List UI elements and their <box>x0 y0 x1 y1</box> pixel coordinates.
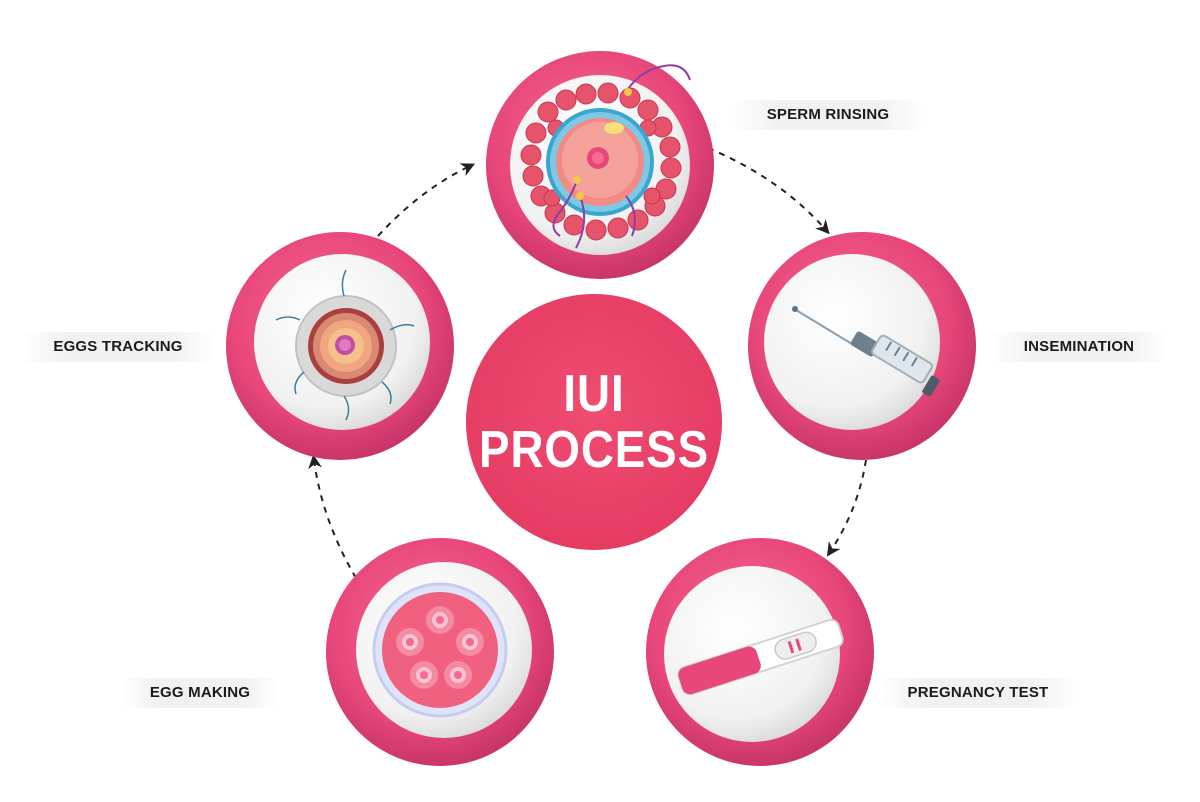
step-label-sperm-rinsing: SPERM RINSING <box>730 100 926 130</box>
arrow-egg-making-to-eggs-tracking <box>308 454 357 579</box>
connector-arrows <box>308 147 867 579</box>
step-node-egg-making <box>326 538 554 766</box>
syringe-icon <box>792 306 940 397</box>
pregnancy-test-icon <box>677 618 844 696</box>
arrow-eggs-tracking-to-sperm-rinsing <box>377 163 476 237</box>
step-node-pregnancy-test <box>646 538 874 766</box>
petri-dish-eggs-icon <box>372 582 508 718</box>
egg-cell-icon <box>275 269 415 421</box>
step-node-eggs-tracking <box>226 232 454 460</box>
center-title: IUI PROCESS <box>479 294 709 550</box>
step-node-sperm-rinsing <box>486 51 714 279</box>
step-label-pregnancy-test: PREGNANCY TEST <box>878 678 1078 708</box>
step-label-egg-making: EGG MAKING <box>120 678 280 708</box>
center-circle <box>466 294 722 550</box>
title-line-1: IUI <box>563 365 625 423</box>
step-label-eggs-tracking: EGGS TRACKING <box>20 332 216 362</box>
step-label-insemination: INSEMINATION <box>990 332 1168 362</box>
egg-fertilization-icon <box>520 64 691 249</box>
arrow-insemination-to-pregnancy-test <box>826 459 867 557</box>
arrow-sperm-rinsing-to-insemination <box>707 147 830 235</box>
title-line-2: PROCESS <box>479 421 709 479</box>
step-node-insemination <box>748 232 976 460</box>
